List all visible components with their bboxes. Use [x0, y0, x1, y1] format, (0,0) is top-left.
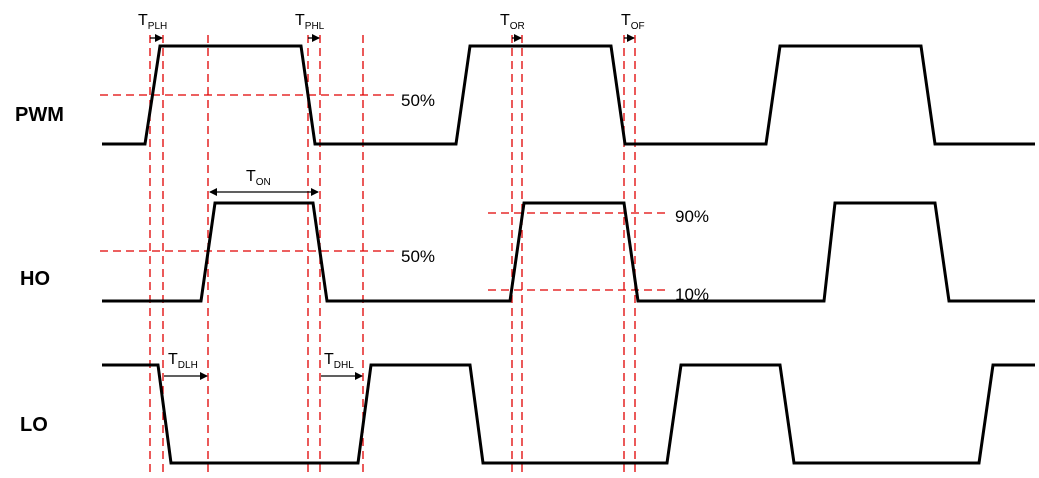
t-dhl-annotation: TDHL: [321, 351, 363, 380]
ho-10-percent-label: 10%: [675, 285, 709, 304]
t-plh-annotation: TPLH: [138, 12, 167, 42]
t-dlh-annotation: TDLH: [164, 351, 208, 380]
ho-50-percent-label: 50%: [401, 247, 435, 266]
horizontal-reference-lines: [100, 94, 668, 291]
t-or-annotation: TOR: [500, 12, 525, 42]
pwm-50-percent-label: 50%: [401, 91, 435, 110]
ho-signal-label: HO: [20, 268, 50, 290]
t-or-label: TOR: [500, 12, 525, 32]
t-on-label: TON: [246, 168, 271, 188]
t-plh-label: TPLH: [138, 12, 167, 32]
t-dhl-label: TDHL: [324, 351, 354, 371]
t-dlh-label: TDLH: [168, 351, 198, 371]
pwm-waveform: [102, 44, 1035, 146]
lo-waveform: [102, 363, 1035, 465]
t-of-label: TOF: [621, 12, 645, 32]
ho-waveform: [102, 201, 1035, 303]
lo-signal-label: LO: [20, 414, 48, 436]
pwm-signal-label: PWM: [15, 104, 64, 126]
ho-90-percent-label: 90%: [675, 207, 709, 226]
vertical-reference-lines: [149, 35, 636, 475]
t-phl-annotation: TPHL: [295, 12, 325, 42]
t-of-annotation: TOF: [621, 12, 645, 42]
t-phl-label: TPHL: [295, 12, 325, 32]
t-on-annotation: TON: [209, 168, 319, 196]
